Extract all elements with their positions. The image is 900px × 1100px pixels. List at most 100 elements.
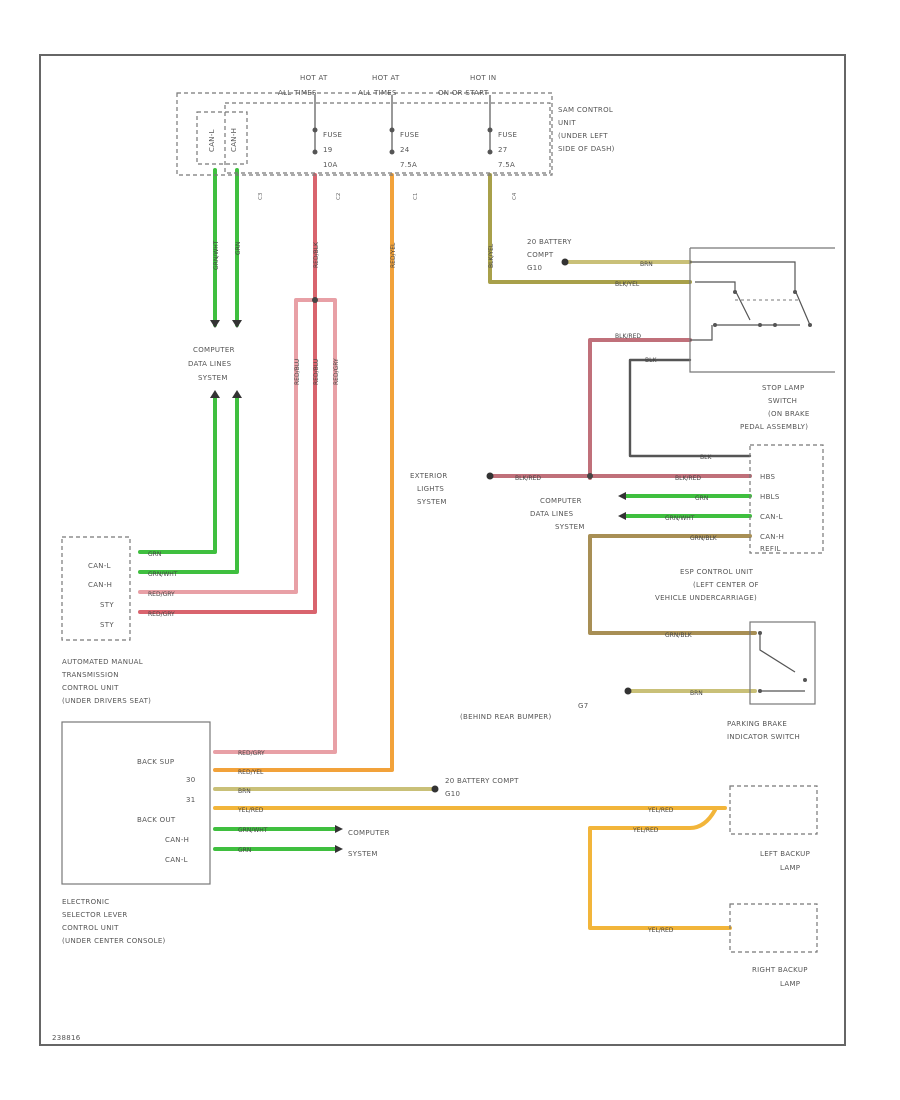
esp-data-lines-2: DATA LINES [530,510,574,518]
left-lamp-2: LAMP [780,864,800,872]
wire-label-pb-gnd: BRN [690,690,703,697]
wire-label-stop-in: BLK/YEL [615,281,640,288]
wires [138,168,757,930]
selector-title-1: ELECTRONIC [62,898,109,906]
fuse-24: FUSE 24 7.5A [389,127,419,169]
selector-module: BACK SUP 30 31 BACK OUT CAN-H CAN-L ELEC… [61,721,211,945]
diagram-frame [39,54,846,1046]
ext-lights-2: LIGHTS [417,485,444,493]
esp-pin-hbls: HBLS [760,493,780,501]
data-lines-title-3: SYSTEM [198,374,228,382]
stop-lamp-title-2: SWITCH [768,397,797,405]
fuse-19-l2: 19 [323,146,333,154]
wire-label-fuse19: RED/BLK [313,241,320,268]
esp-title-2: (LEFT CENTER OF [693,581,759,589]
wire-label-fuse24: RED/YEL [390,242,397,268]
tcu-pin-can-l: CAN-L [88,562,111,570]
wire-label-splice-c: RED/GRY [333,358,340,385]
wire-label-splice-a: RED/BLU [294,359,301,385]
selector-ground-dot [431,785,439,793]
wire-tcu-can-h [138,393,239,574]
wire-label-esp-blk: BLK [700,454,712,461]
tcu-box [61,536,131,641]
wire-label-esp-hbs: BLK/RED [675,475,701,482]
wire-label-left-lamp: YEL/RED [647,807,674,814]
data-lines-title-1: COMPUTER [193,346,235,354]
wire-label-pb-top: GRN/BLK [665,632,693,639]
wire-splice-left [138,298,317,594]
esp-data-lines-1: COMPUTER [540,497,582,505]
wire-tcu-can-l [138,393,217,554]
wire-label-can-l-vert: GRN/WHT [213,240,220,270]
can-pin-l: CAN-L [208,129,216,152]
pb-title-2: INDICATOR SWITCH [727,733,800,741]
esp-pin-can-l: CAN-L [760,513,783,521]
wire-lamp-branch [588,808,732,930]
esp-pin-hbs: HBS [760,473,776,481]
data-lines-title-2: DATA LINES [188,360,232,368]
wire-label-sel-back-sup: RED/GRY [238,750,265,757]
hot-label-1-l2: ALL TIMES [278,89,317,97]
right-lamp-1: RIGHT BACKUP [752,966,808,974]
selector-pin-31: 31 [186,796,196,804]
wire-label-right-lamp: YEL/RED [647,927,674,934]
wire-label-sel-back-out: YEL/RED [237,807,264,814]
selector-pin-can-l: CAN-L [165,856,188,864]
connector-c3: C3 [258,192,264,200]
tcu-module: CAN-L CAN-H STY STY AUTOMATED MANUAL TRA… [61,536,151,705]
selector-title-4: (UNDER CENTER CONSOLE) [62,937,166,945]
fuse-27-l1: FUSE [498,131,517,139]
wire-stop-blk [628,358,752,458]
tcu-title-4: (UNDER DRIVERS SEAT) [62,697,151,705]
sam-control-unit: CAN-L CAN-H HOT AT ALL TIMES HOT AT ALL … [176,74,615,200]
esp-title-1: ESP CONTROL UNIT [680,568,754,576]
wire-label-tcu-can-l: GRN [148,551,161,558]
wire-label-ext-lights: BLK/RED [515,475,541,482]
hot-label-3-l2: ON OR START [438,89,489,97]
sam-title-4: SIDE OF DASH) [558,145,615,153]
wire-label-fuse27: BLK/YEL [488,243,495,268]
wire-fuse27 [488,173,692,284]
fuse-24-l1: FUSE [400,131,419,139]
figure-id: 238816 [52,1034,81,1042]
wire-fuse24 [213,173,394,772]
pb-ground-1: G7 [578,702,588,710]
ext-lights-3: SYSTEM [417,498,447,506]
fuse-24-l3: 7.5A [400,161,417,169]
esp-pin-refil: REFIL [760,545,781,553]
esp-module: HBS HBLS CAN-L CAN-H REFIL ESP CONTROL U… [655,444,824,602]
sam-outer-box [176,92,553,176]
wire-label-esp-can-l: GRN [695,495,708,502]
sam-title-2: UNIT [558,119,576,127]
tcu-title-3: CONTROL UNIT [62,684,119,692]
wire-stop-out [588,338,692,480]
can-pin-h: CAN-H [230,128,238,152]
pb-ground-dot [624,687,632,695]
sam-title-3: (UNDER LEFT [558,132,608,140]
esp-box [749,444,824,554]
wire-label-esp-can-h: GRN/WHT [665,515,695,522]
parking-brake-switch: PARKING BRAKE INDICATOR SWITCH [727,621,816,741]
wire-label-sel-30: RED/YEL [238,769,264,776]
right-lamp-2: LAMP [780,980,800,988]
hot-label-3-l1: HOT IN [470,74,496,82]
esp-pin-can-h: CAN-H [760,533,784,541]
esp-data-arrows [618,492,626,520]
tcu-title-1: AUTOMATED MANUAL [62,658,143,666]
tcu-pin-can-h: CAN-H [88,581,112,589]
left-backup-lamp: LEFT BACKUP LAMP [729,785,818,872]
esp-title-3: VEHICLE UNDERCARRIAGE) [655,594,757,602]
wire-label-can-h-vert: GRN [235,242,242,255]
wire-label-tcu-can-h: GRN/WHT [148,571,178,578]
tcu-pin-sty1: STY [100,601,114,609]
data-lines-connector: COMPUTER DATA LINES SYSTEM [188,320,242,398]
fuse-27: FUSE 27 7.5A [487,127,517,169]
wire-label-sel-can-h: GRN/WHT [238,827,268,834]
sam-title-1: SAM CONTROL [558,106,613,114]
pb-ground-2: (BEHIND REAR BUMPER) [460,713,552,721]
fuse-27-l2: 27 [498,146,508,154]
hot-label-1-l1: HOT AT [300,74,328,82]
selector-data-lines-2: SYSTEM [348,850,378,858]
wire-label-lamp-branch: YEL/RED [632,827,659,834]
selector-title-3: CONTROL UNIT [62,924,119,932]
